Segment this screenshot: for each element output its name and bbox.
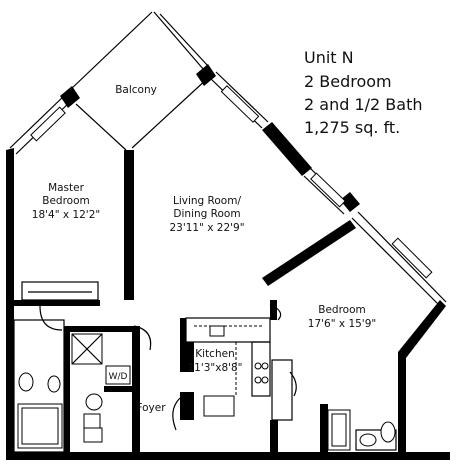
unit-bedrooms: 2 Bedroom [304,72,392,91]
exterior-walls [6,64,450,460]
door-swings [39,303,297,431]
bedroom-label: Bedroom [318,304,366,316]
living-room-size: 23'11" x 22'9" [169,222,244,234]
interior-fixtures [13,281,397,453]
master-bedroom-label-2: Bedroom [42,195,90,207]
living-room-label-2: Dining Room [173,208,240,220]
room-labels: Balcony Master Bedroom 18'4" x 12'2" Liv… [32,84,376,414]
unit-info: Unit N 2 Bedroom 2 and 1/2 Bath 1,275 sq… [304,48,422,137]
window-walls [9,11,447,307]
unit-name: Unit N [304,48,354,67]
washer-dryer-label: W/D [109,372,128,382]
kitchen-size: 11'3"x8'8" [187,362,242,374]
master-bedroom-label-1: Master [48,182,85,194]
balcony-label: Balcony [115,84,157,96]
foyer-label: Foyer [136,402,166,414]
unit-area: 1,275 sq. ft. [304,118,400,137]
living-room-label-1: Living Room/ [173,195,241,207]
kitchen-label: Kitchen [195,348,234,360]
master-bedroom-size: 18'4" x 12'2" [32,209,100,221]
unit-baths: 2 and 1/2 Bath [304,95,422,114]
bedroom-size: 17'6" x 15'9" [308,318,376,330]
